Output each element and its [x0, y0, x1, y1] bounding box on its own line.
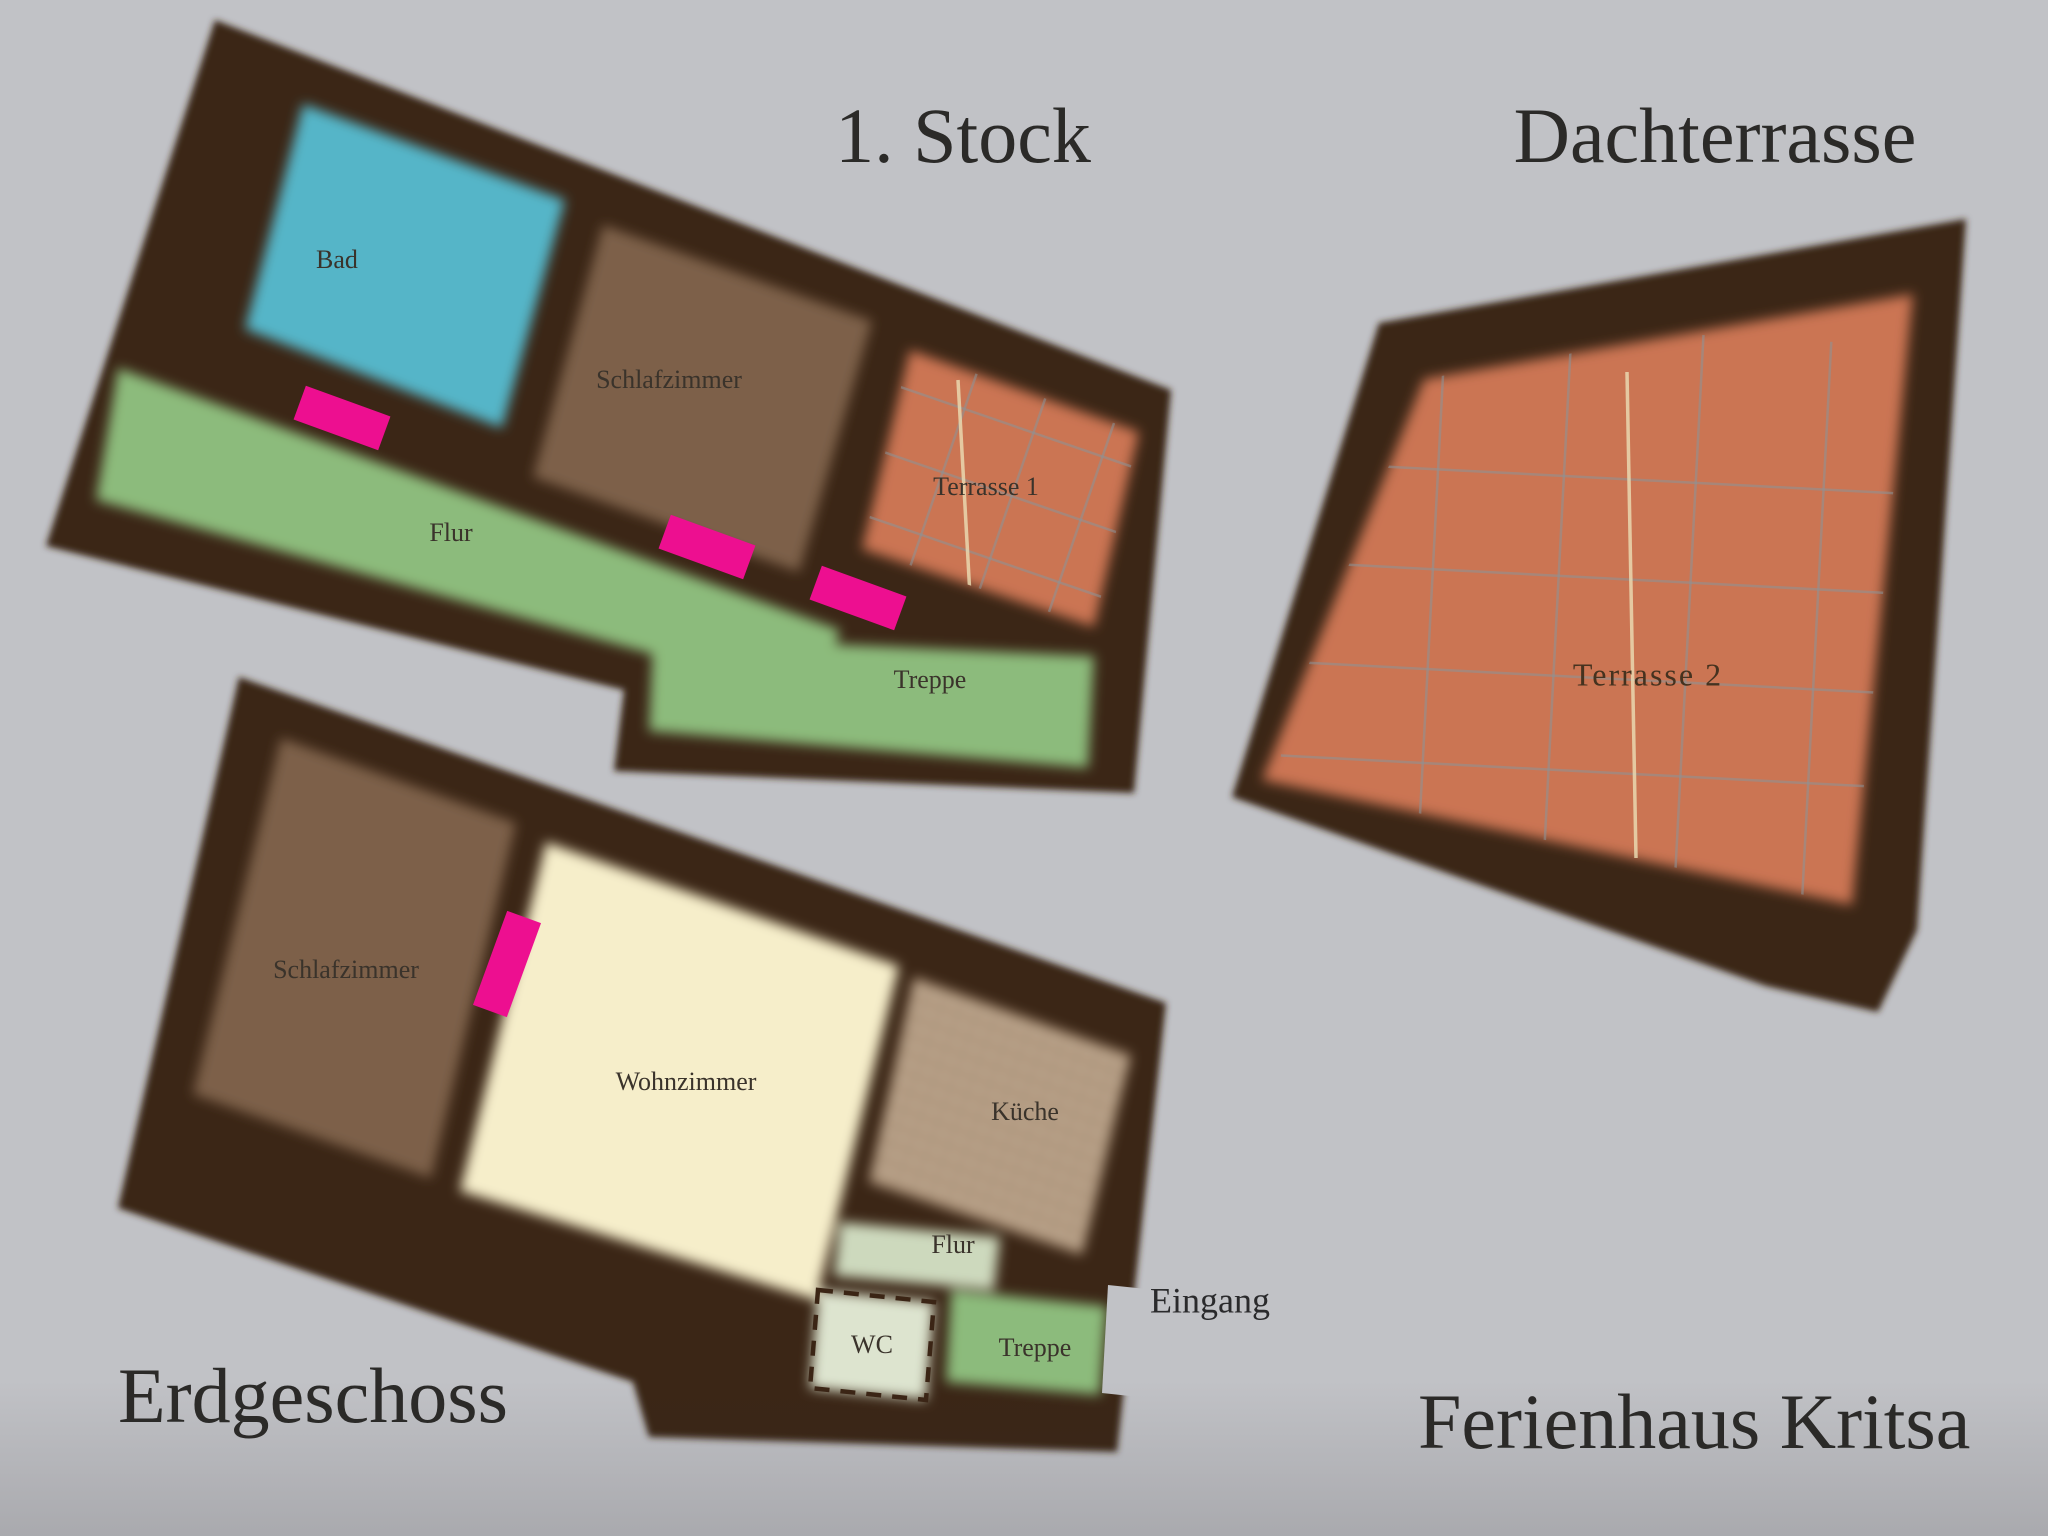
tile-line — [874, 376, 1139, 484]
tile-line — [1672, 335, 1705, 905]
ground-kueche-label: Küche — [991, 1097, 1059, 1126]
roof-room-terrasse-2 — [1262, 294, 1913, 905]
tile-line — [1290, 560, 1913, 597]
ground-floor-room-schlafzimmer — [193, 738, 516, 1178]
first-floor-title: 1. Stock — [835, 92, 1091, 179]
ground-treppe-label: Treppe — [999, 1333, 1072, 1362]
ground-floor-room-wc — [810, 1290, 934, 1400]
door-marker-bad-flur — [293, 385, 391, 451]
first-floor-bad-label: Bad — [316, 245, 358, 274]
door-marker-schlafzimmer-wohnzimmer — [472, 910, 542, 1018]
bottom-vignette — [0, 1380, 2048, 1536]
ground-wohnzimmer-label: Wohnzimmer — [616, 1067, 757, 1096]
tile-line — [1799, 341, 1833, 905]
first-floor-room-bad — [245, 104, 565, 428]
terrasse-2-tile-grid — [1280, 321, 1913, 905]
ground-floor-room-treppe — [946, 1290, 1107, 1395]
first-floor-schlafzimmer-label: Schlafzimmer — [596, 365, 742, 394]
ground-schlafzimmer-label: Schlafzimmer — [273, 955, 419, 984]
roof-terrasse-2-label: Terrasse 2 — [1573, 656, 1723, 692]
ground-wc-label: WC — [851, 1330, 893, 1359]
kueche-linen-texture — [869, 977, 1131, 1255]
tile-line — [1296, 460, 1913, 497]
first-floor-room-flur — [96, 368, 840, 700]
tile-line — [862, 440, 1139, 547]
roof-terrace-title: Dachterrasse — [1514, 92, 1917, 179]
terrasse-2-seam — [1625, 371, 1638, 859]
tile-line — [1414, 321, 1448, 896]
ground-floor-room-wohnzimmer — [460, 842, 899, 1300]
first-floor-flur-label: Flur — [429, 518, 473, 547]
ground-floor-room-flur — [834, 1222, 1000, 1290]
first-floor-room-schlafzimmer — [533, 225, 872, 572]
seam-line — [1625, 371, 1638, 859]
entrance-label: Eingang — [1150, 1280, 1270, 1320]
first-floor-treppe-label: Treppe — [894, 665, 967, 694]
tile-line — [1285, 660, 1913, 697]
tile-line — [1540, 328, 1573, 903]
entrance-opening — [1102, 1285, 1175, 1400]
first-floor-room-terrasse-1 — [862, 350, 1139, 627]
tile-line — [862, 502, 1135, 610]
first-floor-room-treppe — [649, 636, 1094, 768]
door-marker-schlafzimmer-flur — [658, 514, 756, 580]
door-marker-terrasse-treppe — [809, 565, 907, 631]
first-floor-terrasse-1-label: Terrasse 1 — [933, 472, 1039, 501]
tile-line — [1280, 754, 1913, 791]
ground-flur-label: Flur — [931, 1230, 975, 1259]
